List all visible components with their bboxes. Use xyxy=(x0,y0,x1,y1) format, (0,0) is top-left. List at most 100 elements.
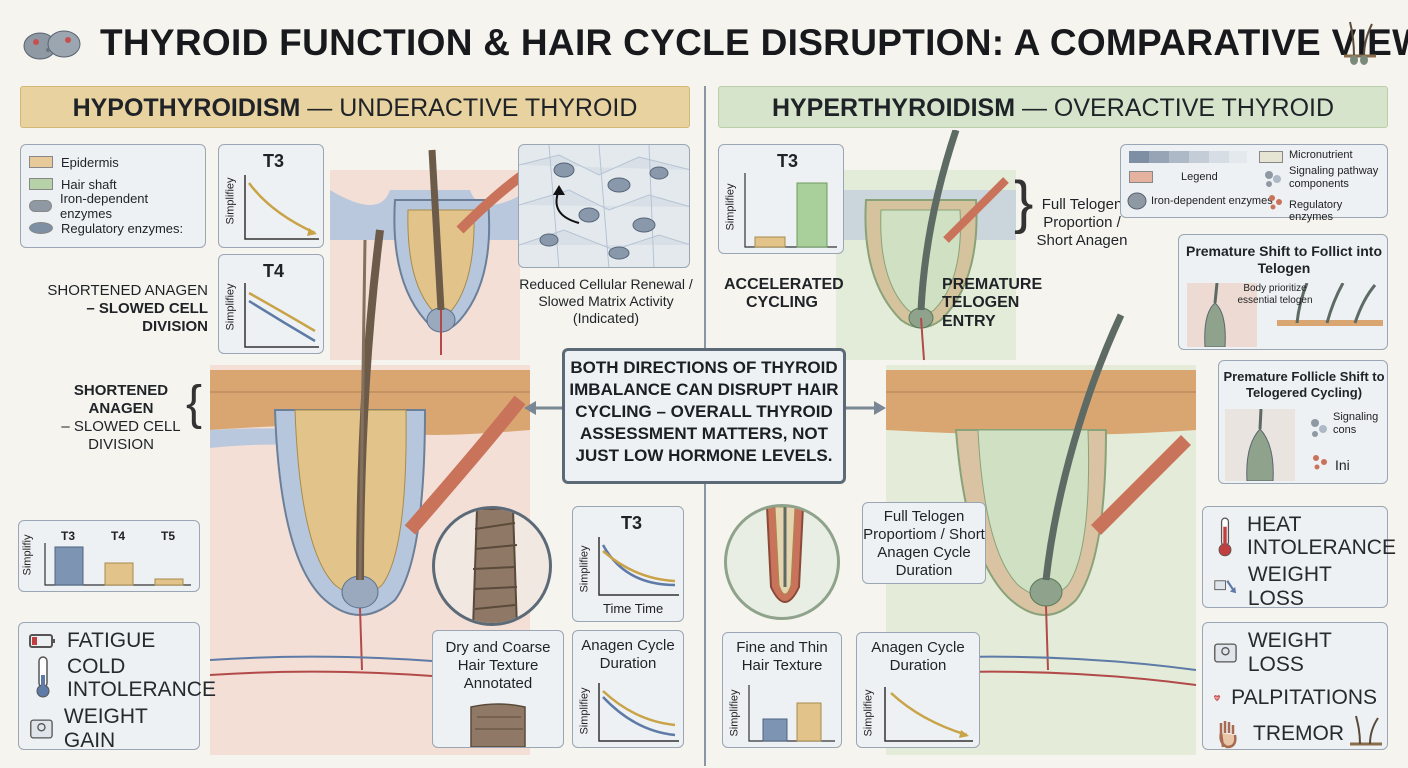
t3-t4-t5-bar-chart: Simplifiy T3 T4 T5 xyxy=(18,520,200,592)
t4-gold-line xyxy=(248,291,316,333)
chart-ylabel: Simplifiey xyxy=(578,545,591,593)
thyroid-logo-icon xyxy=(18,20,86,68)
right-arrow-icon xyxy=(846,400,886,421)
hypo-legend: Epidermis Hair shaft Iron-dependent enzy… xyxy=(20,144,206,248)
chart-xlabel: Time Time xyxy=(603,601,664,616)
bar-t4 xyxy=(104,562,134,586)
chart-ylabel: Simplifiey xyxy=(224,283,237,331)
symptom-weight-loss-1: WEIGHT LOSS xyxy=(1213,563,1377,611)
t3-gold-line xyxy=(247,182,316,235)
brace-icon: { xyxy=(186,377,203,430)
chart-ylabel: Simplifiey xyxy=(224,177,237,225)
hyper-banner-bold: HYPERTHYROIDISM xyxy=(771,94,1016,122)
page-title: THYROID FUNCTION & HAIR CYCLE DISRUPTION… xyxy=(100,22,1408,63)
bar-fine-high xyxy=(796,702,822,742)
fine-thin-chart: Fine and Thin Hair Texture Simplifiey xyxy=(722,632,842,748)
symptom-palpitations: PALPITATIONS xyxy=(1213,685,1377,711)
t4-mini-chart-left: T4 Simplifiey xyxy=(218,254,324,354)
battery-low-icon xyxy=(29,634,55,648)
body-prioritize-label: Body prioritize essential telogen xyxy=(1237,283,1313,306)
center-message-box: BOTH DIRECTIONS OF THYROID IMBALANCE CAN… xyxy=(562,348,846,484)
hypothyroidism-banner: HYPOTHYROIDISM — UNDERACTIVE THYROID xyxy=(20,86,690,128)
chart-title: Fine and Thin Hair Texture xyxy=(736,639,828,674)
hypo-symptoms-panel: FATIGUE COLD INTOLERANCE WEIGHT GAIN xyxy=(18,622,216,753)
premature-follicle-title: Premature Follicle Shift to Telogered Cy… xyxy=(1223,369,1385,400)
legend-iron-enzymes: Iron-dependent enzymes xyxy=(29,191,197,221)
slowed-cell-division-1: – SLOWED CELL DIVISION xyxy=(86,300,208,335)
premature-telogen-label: PREMATURE TELOGEN ENTRY xyxy=(942,276,1043,330)
t3-bottom-blue-line xyxy=(601,544,676,587)
dry-coarse-label-panel: Dry and Coarse Hair Texture Annotated xyxy=(432,630,564,748)
hypo-banner-bold: HYPOTHYROIDISM xyxy=(72,94,301,122)
hyper-symptoms-bottom-panel: WEIGHT LOSS PALPITATIONS TREMOR xyxy=(1202,622,1388,750)
chart-title: T3 xyxy=(621,513,643,533)
shortened-anagen-label-1: SHORTENED ANAGEN – SLOWED CELL DIVISION xyxy=(47,282,208,335)
chart-ylabel: Simplifiey xyxy=(724,183,737,231)
hair-sprout-icon xyxy=(1346,712,1386,757)
heartbeat-icon xyxy=(1213,695,1221,702)
accelerated-cycling-label: ACCELERATED CYCLING xyxy=(724,276,844,312)
legend-legend-label: Legend xyxy=(1181,171,1218,183)
hypo-follicle-illustration xyxy=(210,149,533,755)
slowed-cell-division-2: – SLOWED CELL DIVISION xyxy=(61,418,181,453)
t3-time-chart: T3 Simplifiey Time Time xyxy=(572,506,684,622)
chart-ylabel: Simplifiey xyxy=(578,687,591,735)
legend-regulatory-enzymes: Regulatory enzymes: xyxy=(29,217,197,239)
shaking-hand-icon xyxy=(1219,721,1237,749)
bar-label-t5: T5 xyxy=(161,529,176,543)
t3-bar-chart-right: T3 Simplifiey xyxy=(718,144,844,254)
shortened-anagen-label-2: SHORTENED ANAGEN – SLOWED CELL DIVISION xyxy=(61,382,181,453)
bar-label-t3: T3 xyxy=(61,529,76,543)
premature-shift-title: Premature Shift to Follict into Telogen xyxy=(1185,243,1382,276)
anagen-cycle-chart-left: Anagen Cycle Duration Simplifiey xyxy=(572,630,684,748)
chart-ylabel: Simplifiey xyxy=(862,689,875,737)
fine-hair-zoom xyxy=(724,504,840,620)
scale-icon xyxy=(30,719,53,739)
premature-shift-panel: Premature Shift to Follict into Telogen … xyxy=(1178,234,1388,350)
chart-title: Anagen Cycle Duration xyxy=(581,637,675,672)
anagen-left-blue-line xyxy=(602,696,676,737)
symptom-cold-intolerance: COLD INTOLERANCE xyxy=(29,655,216,701)
chart-ylabel: Simplifiey xyxy=(728,689,741,737)
anagen-left-gold-line xyxy=(602,690,676,727)
cell-zoom-panel xyxy=(518,144,690,268)
legend-regulatory: Regulatory enzymes xyxy=(1289,199,1343,223)
premature-follicle-panel: Premature Follicle Shift to Telogered Cy… xyxy=(1218,360,1388,484)
thermometer-cold-icon xyxy=(36,656,50,698)
t3-bottom-gold-line xyxy=(602,550,676,583)
left-arrow-icon xyxy=(524,400,564,421)
full-telogen-mid-label: Full Telogen Proportiom / Short Anagen C… xyxy=(863,508,985,579)
chart-title: T3 xyxy=(263,151,285,171)
legend-iron: Iron-dependent enzymes xyxy=(1151,195,1273,207)
legend-signaling: Signaling pathway components xyxy=(1289,165,1379,190)
chart-title: Anagen Cycle Duration xyxy=(871,639,965,674)
bar-label-t4: T4 xyxy=(111,529,126,543)
hypo-banner-rest: — UNDERACTIVE THYROID xyxy=(300,94,638,122)
symptom-weight-gain: WEIGHT GAIN xyxy=(29,705,189,753)
chart-ylabel: Simplifiy xyxy=(21,534,34,576)
hyper-banner-rest: — OVERACTIVE THYROID xyxy=(1015,94,1335,122)
thermometer-hot-icon xyxy=(1218,517,1232,557)
chart-title: T4 xyxy=(263,261,285,281)
scale-icon xyxy=(1214,643,1237,663)
signaling-cons-label: Signaling cons xyxy=(1333,411,1379,436)
legend-epidermis: Epidermis xyxy=(29,151,197,173)
bar-t3 xyxy=(54,546,84,586)
chart-title: T3 xyxy=(777,151,799,171)
hyper-symptoms-top-panel: HEAT INTOLERANCE WEIGHT LOSS xyxy=(1202,506,1396,611)
symptom-tremor: TREMOR xyxy=(1213,719,1377,749)
anagen-right-gold-line xyxy=(890,692,968,737)
reduced-renewal-label: Reduced Cellular Renewal / Slowed Matrix… xyxy=(519,276,693,326)
ini-label: Ini xyxy=(1335,457,1350,473)
full-telogen-mid-panel: Full Telogen Proportiom / Short Anagen C… xyxy=(862,502,986,584)
bar-fine-low xyxy=(762,718,788,742)
coarse-hair-zoom xyxy=(432,506,552,626)
hair-follicle-icon xyxy=(1334,18,1384,68)
bar-t3-low xyxy=(754,236,786,248)
anagen-cycle-chart-right: Anagen Cycle Duration Simplifiey xyxy=(856,632,980,748)
legend-micronutrient: Micronutrient xyxy=(1289,149,1353,161)
weight-down-icon xyxy=(1214,580,1237,594)
t4-blue-line xyxy=(248,299,316,343)
bar-t5 xyxy=(154,578,184,586)
brace-right-icon: } xyxy=(1014,170,1034,235)
